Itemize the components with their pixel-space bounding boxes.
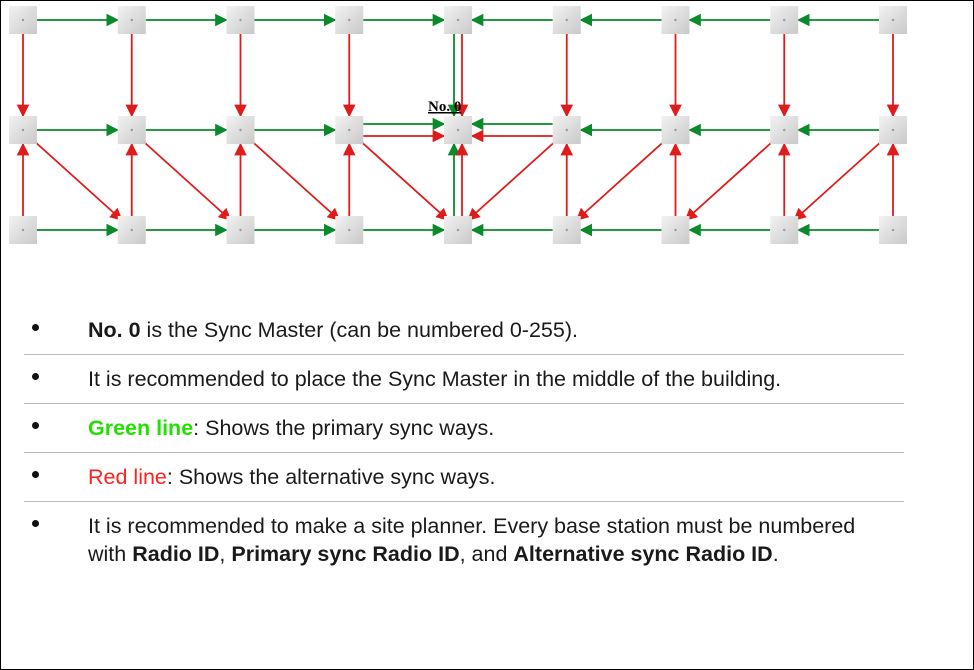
note-text: Green line [88,416,194,440]
base-station [335,6,364,34]
base-station [552,116,581,144]
base-station [117,216,146,244]
sync-network-diagram: No. 0 [9,6,907,244]
note-text: Primary sync Radio ID [231,542,460,566]
base-station [444,6,472,34]
base-station [444,216,472,244]
note-text: It is recommended to place the Sync Mast… [88,367,782,391]
alternative-sync-line [141,139,232,221]
note-text: : Shows the primary sync ways. [193,416,495,440]
note-item: It is recommended to make a site planner… [24,502,904,578]
base-station [226,116,255,144]
note-item: Red line: Shows the alternative sync way… [24,453,904,502]
base-station [661,116,690,144]
note-text: Red line [88,465,167,489]
note-text: : Shows the alternative sync ways. [166,465,496,489]
note-text: is the Sync Master (can be numbered 0-25… [140,318,578,342]
alternative-sync-line [684,139,775,221]
bullet-icon [32,471,39,478]
base-station [9,116,37,144]
base-station [770,216,799,244]
base-station [770,6,799,34]
alternative-sync-line [793,139,884,221]
alternative-sync-line [467,139,558,221]
note-text: Alternative sync Radio ID [513,542,773,566]
base-station [770,116,799,144]
bullet-icon [32,373,39,380]
bullet-icon [32,520,39,527]
sync-master-caption: No. 0 [428,99,461,115]
base-station [226,216,255,244]
note-text: . [772,542,779,566]
bullet-icon [32,324,39,331]
base-station [335,216,364,244]
note-text: It is recommended to make a site planner… [88,514,856,566]
base-station [117,116,146,144]
notes-list: No. 0 is the Sync Master (can be numbere… [24,306,904,578]
sync-edges [16,13,900,237]
base-station [335,116,364,144]
base-station [117,6,146,34]
base-station [226,6,255,34]
note-text: Radio ID [132,542,220,566]
base-station [879,216,907,244]
base-station [661,216,690,244]
alternative-sync-line [32,139,123,221]
alternative-sync-line [575,139,667,221]
alternative-sync-line [249,139,341,221]
bullet-icon [32,422,39,429]
base-stations [9,6,907,244]
note-item: No. 0 is the Sync Master (can be numbere… [24,306,904,355]
base-station [552,216,581,244]
base-station [879,116,907,144]
note-text: , [219,542,232,566]
base-station [9,6,37,34]
note-item: It is recommended to place the Sync Mast… [24,355,904,404]
base-station [9,216,37,244]
note-text: , and [459,542,514,566]
base-station [879,6,907,34]
note-text: No. 0 [88,318,141,342]
note-item: Green line: Shows the primary sync ways. [24,404,904,453]
base-station [661,6,690,34]
sync-master-station [444,116,472,144]
base-station [552,6,581,34]
alternative-sync-line [358,139,449,221]
